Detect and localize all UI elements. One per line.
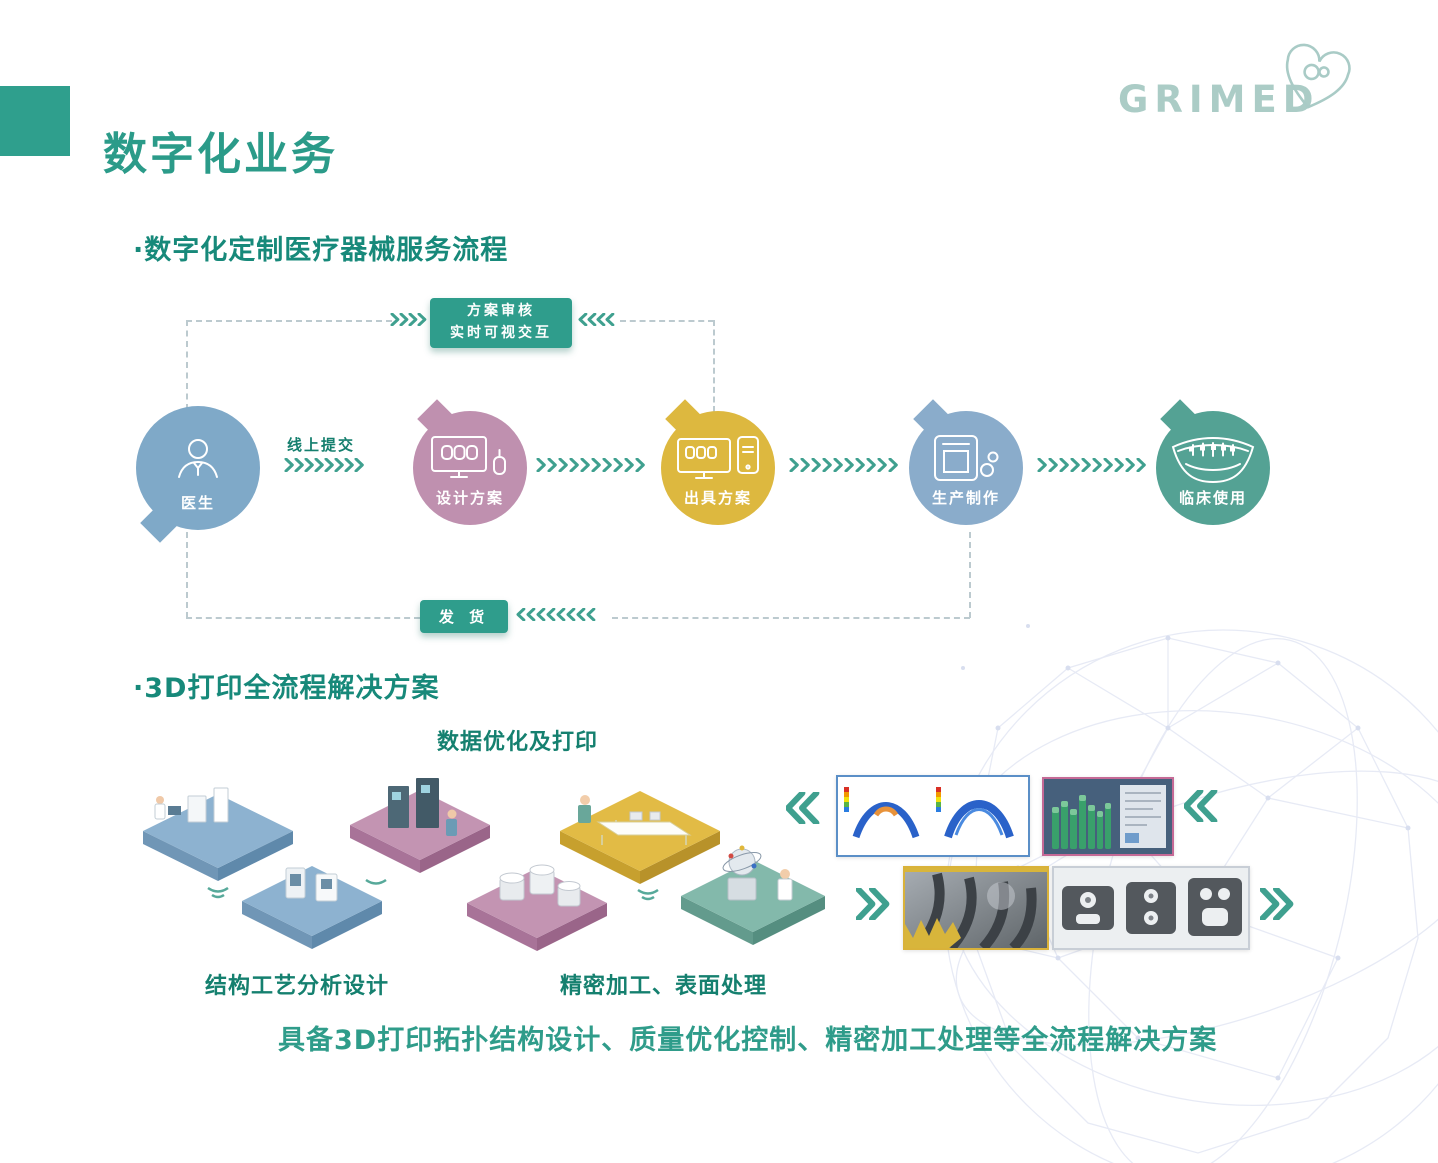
flow-step-produce: 生产制作 [909,399,1023,525]
section-heading-service-flow: ·数字化定制医疗器械服务流程 [133,235,509,266]
smile-braces-icon [1171,437,1255,484]
review-badge-line2: 实时可视交互 [450,325,552,341]
platform-data-print [560,791,720,901]
dashed-connector [620,320,714,322]
chevrons-right-icon [284,457,378,473]
chevrons-left-icon [578,312,627,327]
dashed-connector [969,532,971,618]
ship-badge: 发 货 [420,600,508,633]
support-structure-thumb [1042,777,1174,856]
topology-optimization-thumb [836,775,1030,857]
platform-tanks [467,864,607,951]
page-title: 数字化业务 [103,129,338,180]
label-data-optimization-print: 数据优化及打印 [437,730,599,755]
chevrons-right-icon [855,886,916,922]
printed-parts-thumb [1052,866,1250,950]
heart-swirl-icon [1285,43,1351,109]
review-badge: 方案审核 实时可视交互 [430,298,572,348]
printer-icon [934,435,999,481]
bubble-tail [1160,399,1200,439]
chevrons-right-icon [536,457,660,473]
platform-blue-machines [242,866,382,949]
flow-step-label: 出具方案 [683,489,752,507]
doctor-icon [178,439,218,478]
platform-research [681,845,825,945]
corner-accent-square [0,86,70,156]
flow-step-label: 设计方案 [435,489,504,507]
dashed-connector [186,320,188,410]
dashed-connector [713,320,715,412]
dashed-connector [186,320,392,322]
label-structure-analysis: 结构工艺分析设计 [205,974,390,999]
plan-devices-icon [677,436,759,479]
review-badge-line1: 方案审核 [467,303,535,320]
chevrons-left-icon [785,790,846,826]
chevrons-right-icon [1037,457,1161,473]
bottom-statement: 具备3D打印拓扑结构设计、质量优化控制、精密加工处理等全流程解决方案 [278,1025,1218,1056]
flow-step-label: 医生 [180,494,215,512]
dashed-connector [186,532,188,618]
flow-step-clinical: 临床使用 [1156,399,1270,525]
flow-step-label: 生产制作 [931,489,1000,507]
bubble-tail [417,399,457,439]
precision-machining-thumb [903,866,1049,952]
bubble-tail [665,399,705,439]
flow-step-label: 临床使用 [1178,489,1247,507]
platform-lab-design [143,787,293,899]
chevrons-right-icon [390,312,439,327]
bubble-tail [913,399,953,439]
chevrons-right-icon [1259,886,1320,922]
design-monitor-icon [431,436,506,478]
flow-step-issue: 出具方案 [661,399,775,525]
dashed-connector [612,617,970,619]
online-submit-label: 线上提交 [287,436,356,454]
logo-text: GRIMED [1118,78,1320,121]
dashed-connector [186,617,420,619]
section-heading-3d-print: ·3D打印全流程解决方案 [133,673,440,704]
chevrons-right-icon [789,457,913,473]
chevrons-left-icon [516,607,609,622]
platform-printers [350,778,490,885]
flow-step-doctor: 医生 [136,406,260,543]
flow-step-design: 设计方案 [413,399,527,525]
isometric-workflow-scene [143,778,825,951]
chevrons-left-icon [1183,788,1244,824]
label-precision-machining: 精密加工、表面处理 [560,974,768,999]
